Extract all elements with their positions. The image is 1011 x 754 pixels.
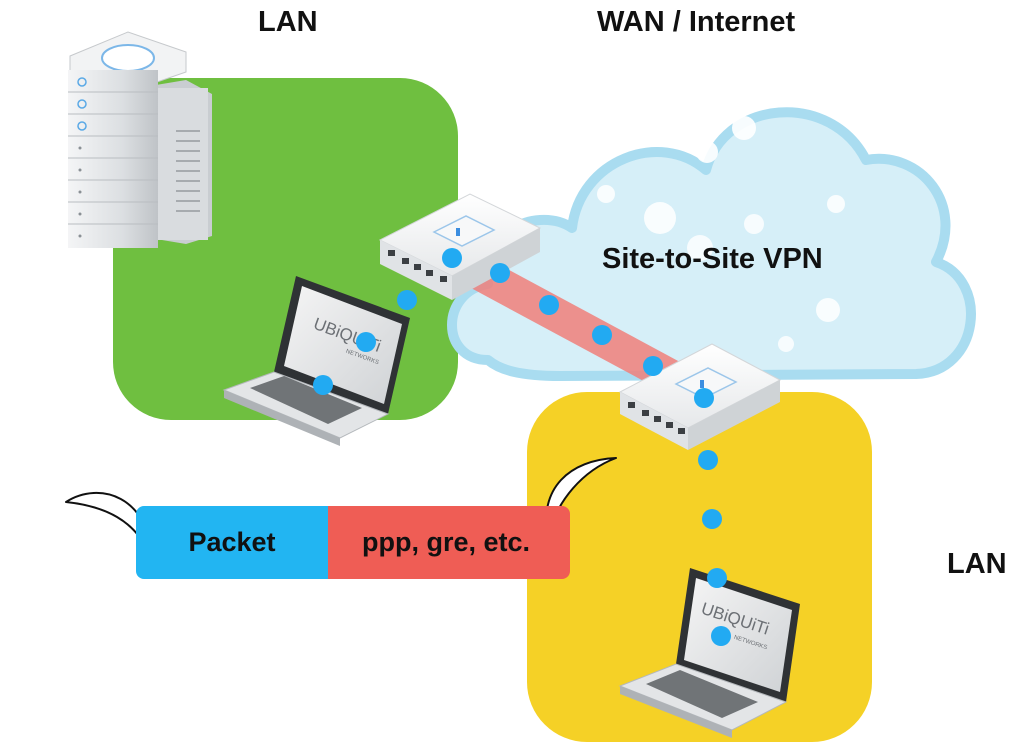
- path-dot: [702, 509, 722, 529]
- vpn-tunnel: [471, 258, 680, 392]
- path-dot: [442, 248, 462, 268]
- path-dot: [490, 263, 510, 283]
- lan-left-label: LAN: [258, 6, 318, 38]
- packet-encapsulation-segment: ppp, gre, etc.: [322, 506, 570, 579]
- packet-payload-label: Packet: [188, 527, 276, 557]
- router-right-icon: [618, 343, 782, 450]
- path-dot: [643, 356, 663, 376]
- lan-right-label: LAN: [947, 548, 1007, 580]
- laptop-right-icon: UBiQUiTi NETWORKS: [618, 568, 800, 738]
- wan-internet-label: WAN / Internet: [597, 6, 796, 38]
- packet-payload-segment: Packet: [136, 506, 328, 579]
- path-dot: [698, 450, 718, 470]
- path-dot: [592, 325, 612, 345]
- site-to-site-vpn-label: Site-to-Site VPN: [602, 243, 823, 275]
- path-dot: [356, 332, 376, 352]
- path-dot: [707, 568, 727, 588]
- packet-path-dots: [313, 248, 731, 646]
- path-dot: [539, 295, 559, 315]
- path-dot: [694, 388, 714, 408]
- path-dot: [313, 375, 333, 395]
- path-dot: [711, 626, 731, 646]
- packet-encapsulation-label: ppp, gre, etc.: [361, 527, 531, 557]
- server-icon: [68, 31, 212, 248]
- path-dot: [397, 290, 417, 310]
- laptop-left-icon: UBiQUiTi NETWORKS: [222, 276, 410, 446]
